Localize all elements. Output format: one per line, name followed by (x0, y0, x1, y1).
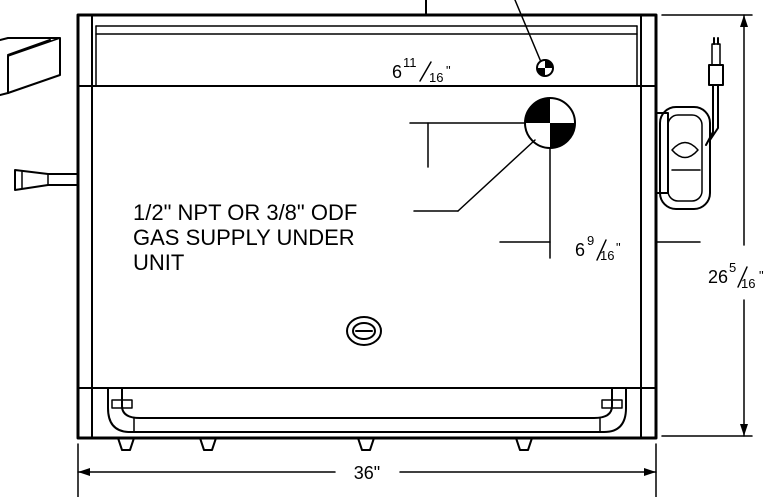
dim-top-offset-den: 16 (429, 70, 443, 85)
dim-side-offset: 6 9 16 " (575, 233, 621, 263)
dim-side-offset-whole: 6 (575, 240, 585, 260)
side-handle (14, 169, 79, 191)
dim-top-offset-whole: 6 (392, 62, 402, 82)
dim-top-offset: 6 11 16 " (392, 55, 451, 85)
dim-depth-whole: 26 (708, 267, 728, 287)
power-cord (705, 37, 724, 146)
dim-top-offset-unit: " (446, 63, 451, 78)
dim-side-offset-num: 9 (587, 233, 594, 248)
drain-knob (346, 316, 382, 346)
gas-note-line-2: GAS SUPPLY UNDER (133, 225, 355, 250)
gas-connection-target-small (514, 0, 554, 77)
gas-supply-target (524, 97, 576, 149)
side-board (0, 37, 61, 96)
dim-side-offset-den: 16 (600, 248, 614, 263)
dim-depth-den: 16 (741, 276, 755, 291)
dim-depth-num: 5 (729, 260, 736, 275)
dimension-lines (77, 14, 753, 497)
drain-pipe (107, 387, 627, 433)
dim-side-offset-unit: " (616, 240, 621, 255)
dim-width: 36" (354, 463, 380, 483)
legs (117, 437, 533, 451)
dim-depth-unit: " (759, 268, 764, 283)
gas-note-line-3: UNIT (133, 250, 184, 275)
flue-area (91, 0, 642, 87)
dim-top-offset-num: 11 (403, 55, 417, 70)
blower-motor (655, 106, 711, 210)
gas-note-line-1: 1/2" NPT OR 3/8" ODF (133, 200, 357, 225)
dim-depth: 26 5 16 " (708, 260, 764, 291)
